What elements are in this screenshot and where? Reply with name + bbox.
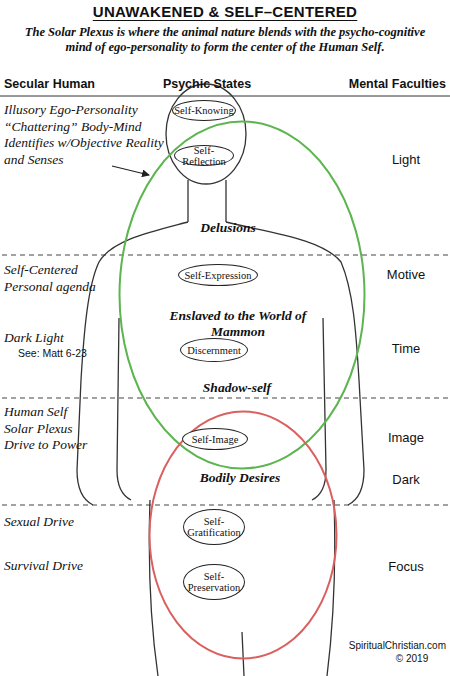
dashed-divider bbox=[2, 398, 448, 399]
diagram-title: UNAWAKENED & SELF–CENTERED bbox=[0, 3, 450, 20]
left-arm-outline bbox=[77, 222, 188, 505]
header-rule bbox=[0, 96, 450, 97]
caption-text: The Solar Plexus is where the animal nat… bbox=[22, 25, 428, 55]
column-header: Secular Human bbox=[4, 77, 95, 92]
state-label: Self-Reflection bbox=[175, 145, 233, 167]
faculty-label: Image bbox=[306, 430, 450, 445]
faculty-label: Motive bbox=[306, 267, 450, 282]
state-label: Self-Preservation bbox=[184, 571, 244, 593]
region-label: Delusions bbox=[173, 220, 283, 236]
column-header: Mental Faculties bbox=[226, 77, 446, 92]
head-outline bbox=[166, 84, 246, 184]
side-note: Dark Light bbox=[4, 330, 64, 347]
state-oval: Self-Preservation bbox=[183, 564, 245, 600]
leader-arrow bbox=[112, 166, 149, 175]
region-label: Enslaved to the World of Mammon bbox=[163, 308, 313, 340]
faculty-label: Time bbox=[306, 341, 450, 356]
neck-outline bbox=[188, 180, 226, 222]
faculty-label: Focus bbox=[306, 559, 450, 574]
ellipse-region: Bodily Desires Self-ImageSelf-Gratificati… bbox=[148, 410, 338, 660]
state-label: Discernment bbox=[187, 345, 241, 356]
column-header: Psychic States bbox=[107, 77, 307, 92]
copyright-text: © 2019 bbox=[312, 653, 450, 665]
state-oval: Self-Knowing bbox=[172, 100, 236, 121]
state-oval: Self-Expression bbox=[178, 264, 258, 286]
ellipse-outline bbox=[148, 410, 338, 660]
state-oval: Self-Image bbox=[182, 428, 248, 450]
copyright-text: SpiritualChristian.com bbox=[226, 640, 446, 652]
side-note: Survival Drive bbox=[4, 558, 83, 575]
region-label: Bodily Desires bbox=[180, 470, 300, 486]
region-label: Shadow-self bbox=[182, 380, 292, 396]
ellipse-shape bbox=[120, 122, 365, 469]
faculty-label: Light bbox=[306, 152, 450, 167]
right-arm-outline bbox=[226, 222, 364, 505]
leg-outline bbox=[149, 500, 334, 676]
state-label: Self-Gratification bbox=[184, 516, 244, 538]
state-label: Self-Expression bbox=[184, 270, 251, 281]
scripture-reference: See: Matt 6-23 bbox=[18, 347, 87, 360]
dashed-divider bbox=[2, 255, 448, 256]
side-note: Self-Centered Personal agenda bbox=[4, 262, 114, 295]
ellipse-shape bbox=[150, 412, 337, 659]
state-oval: Self-Gratification bbox=[183, 509, 245, 545]
side-note: Illusory Ego-Personality “Chattering” Bo… bbox=[4, 102, 164, 168]
ellipse-region: DelusionsEnslaved to the World of Mammon… bbox=[118, 120, 366, 470]
state-label: Self-Knowing bbox=[174, 105, 234, 116]
state-oval: Discernment bbox=[180, 338, 248, 362]
state-oval: Self-Reflection bbox=[174, 145, 234, 166]
dashed-divider bbox=[2, 505, 448, 506]
side-note: Human Self Solar Plexus Drive to Power bbox=[4, 404, 99, 454]
side-note: Sexual Drive bbox=[4, 514, 74, 531]
ellipse-outline bbox=[118, 120, 366, 470]
state-label: Self-Image bbox=[192, 434, 239, 445]
torso-outline bbox=[117, 318, 326, 500]
